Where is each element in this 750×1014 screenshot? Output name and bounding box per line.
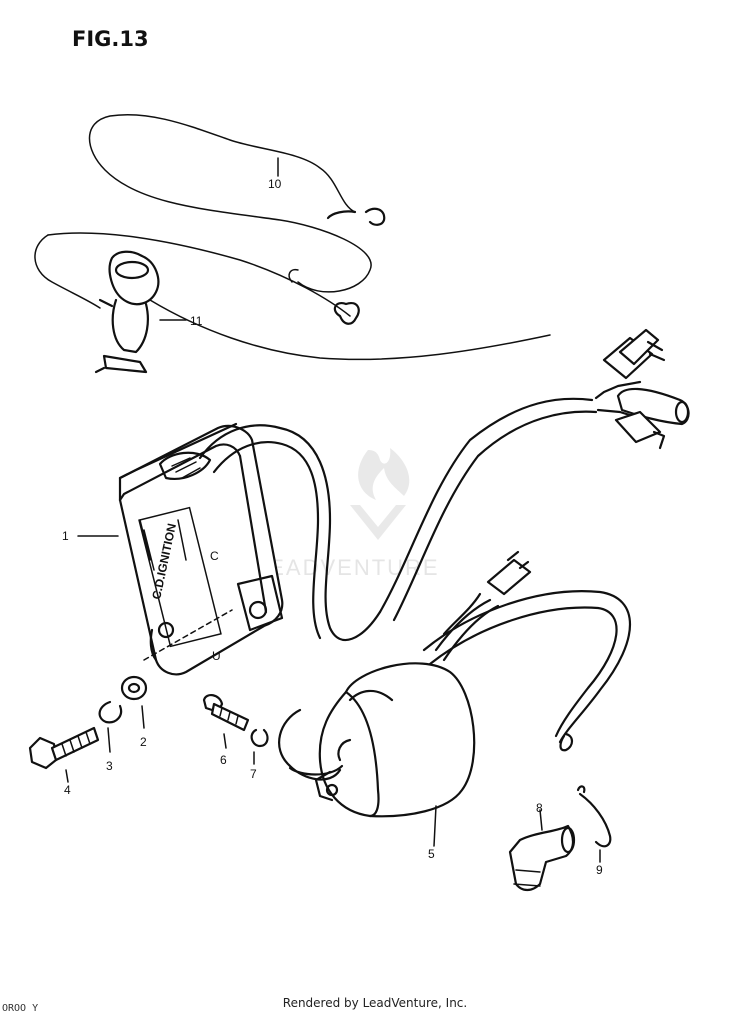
part-5-ignition-coil — [278, 550, 631, 818]
callout-9: 9 — [596, 863, 603, 877]
connector-cluster — [594, 328, 690, 450]
callout-8: 8 — [536, 801, 543, 815]
part-4-bolt — [28, 726, 100, 783]
part-2-washer — [120, 675, 148, 729]
module-letter-u: U — [212, 649, 221, 663]
watermark-text: LEADVENTURE — [255, 555, 440, 580]
callout-4: 4 — [64, 783, 71, 797]
callout-10: 10 — [268, 177, 282, 191]
callout-6: 6 — [220, 753, 227, 767]
figure-title: FIG.13 — [72, 27, 149, 51]
part-3-lock-washer — [98, 700, 123, 753]
module-letter-c: C — [210, 549, 219, 563]
leader-lines — [77, 157, 437, 847]
part-7-lock-washer — [250, 728, 269, 765]
callout-7: 7 — [250, 767, 257, 781]
part-9-clip — [576, 785, 612, 863]
part-8-plug-cap — [508, 809, 576, 892]
part-1-cdi-module: C.D.IGNITION C U — [118, 397, 598, 676]
callout-3: 3 — [106, 759, 113, 773]
callout-1: 1 — [62, 529, 69, 543]
watermark: LEADVENTURE — [255, 448, 440, 580]
render-credit: Rendered by LeadVenture, Inc. — [282, 996, 468, 1010]
callout-5: 5 — [428, 847, 435, 861]
callout-11: 11 — [190, 314, 203, 328]
corner-code: OROO Y — [2, 1003, 39, 1014]
part-11-switch-lead — [34, 232, 551, 374]
part-6-screw — [202, 694, 250, 749]
part-10-wire — [88, 113, 386, 325]
callout-2: 2 — [140, 735, 147, 749]
